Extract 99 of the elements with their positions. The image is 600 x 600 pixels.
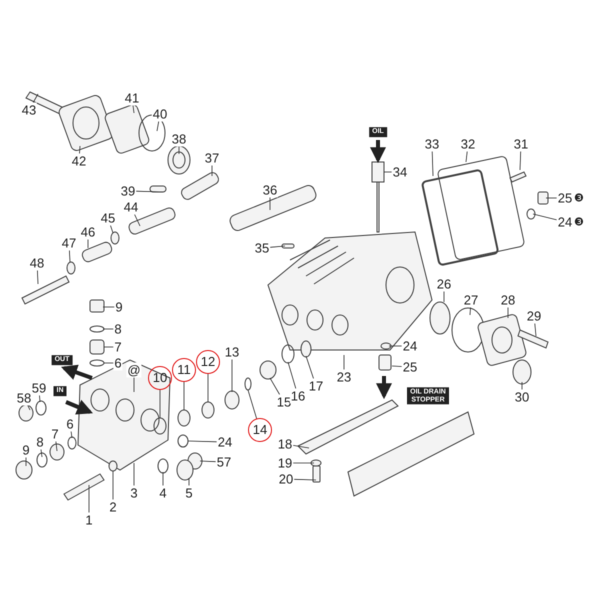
callout-number: 36 bbox=[262, 182, 278, 198]
callout-number: 8 bbox=[113, 322, 123, 336]
leader-line bbox=[88, 484, 90, 513]
callout-number: 9 bbox=[114, 300, 124, 314]
callout-number: 44 bbox=[122, 200, 140, 214]
callout-number: 2 bbox=[108, 500, 118, 514]
leader-line bbox=[288, 362, 296, 389]
callout-number: 33 bbox=[424, 136, 440, 152]
circled-callout-number: 14 bbox=[248, 418, 272, 442]
leader-line bbox=[178, 146, 180, 154]
leader-line bbox=[270, 246, 286, 248]
leader-line bbox=[112, 470, 114, 500]
callout-number: 37 bbox=[204, 150, 220, 166]
circled-callout-number: 12 bbox=[196, 350, 220, 374]
callout-number: @ bbox=[126, 362, 142, 378]
leader-line bbox=[294, 478, 316, 480]
callout-number: 25 bbox=[556, 190, 574, 206]
note-symbol: ❸ bbox=[574, 216, 584, 228]
callout-number: 7 bbox=[113, 340, 123, 354]
leader-line bbox=[69, 250, 70, 262]
leader-line bbox=[200, 460, 216, 462]
callout-number: 46 bbox=[80, 224, 96, 240]
leader-line bbox=[70, 431, 72, 438]
callout-number: 39 bbox=[120, 184, 136, 198]
callout-number: 20 bbox=[278, 472, 294, 486]
callout-number: 57 bbox=[216, 454, 232, 470]
leader-line bbox=[132, 105, 134, 114]
callout-number: 40 bbox=[152, 106, 168, 122]
callout-number: 9 bbox=[21, 442, 31, 458]
callout-number: 43 bbox=[20, 102, 38, 118]
leader-line bbox=[156, 121, 160, 132]
callout-number: 27 bbox=[462, 292, 480, 308]
callout-number: 35 bbox=[254, 240, 270, 256]
circled-callout-number: 11 bbox=[172, 358, 196, 382]
leader-line bbox=[432, 151, 434, 176]
leader-line bbox=[102, 328, 114, 330]
circled-callout-number: 10 bbox=[148, 366, 172, 390]
callout-number: 45 bbox=[100, 210, 116, 226]
leader-line bbox=[520, 151, 522, 170]
leader-line bbox=[32, 94, 38, 103]
leader-line bbox=[532, 214, 558, 220]
leader-line bbox=[40, 449, 42, 458]
callout-number: 41 bbox=[124, 90, 140, 106]
leader-line bbox=[37, 270, 38, 284]
callout-number: 31 bbox=[512, 136, 530, 152]
callout-number: 1 bbox=[84, 512, 94, 528]
leader-line bbox=[270, 378, 280, 395]
note-symbol: ❸ bbox=[574, 192, 584, 204]
leader-line bbox=[39, 395, 40, 402]
callout-number: 8 bbox=[35, 434, 45, 450]
leader-line bbox=[292, 445, 310, 448]
leader-line bbox=[248, 390, 257, 419]
callout-number: 19 bbox=[276, 456, 294, 470]
callout-number: 29 bbox=[526, 308, 542, 324]
leader-line bbox=[134, 214, 140, 226]
leader-line bbox=[110, 225, 114, 234]
callout-number: 59 bbox=[30, 380, 48, 396]
callout-number: 24 bbox=[216, 434, 234, 450]
callout-number: 18 bbox=[276, 436, 294, 452]
callout-number: 4 bbox=[158, 486, 168, 500]
leader-line bbox=[56, 441, 58, 452]
callout-number: 16 bbox=[290, 388, 306, 404]
callout-number: 6 bbox=[65, 416, 75, 432]
callout-number: 48 bbox=[28, 256, 46, 270]
callout-number: 15 bbox=[276, 394, 292, 410]
callout-number: 24 bbox=[402, 338, 418, 354]
leader-line bbox=[104, 362, 114, 364]
callout-number: 25 bbox=[402, 360, 418, 374]
callout-number: 34 bbox=[392, 164, 408, 180]
callout-number: 42 bbox=[70, 154, 88, 168]
callout-number: 5 bbox=[184, 486, 194, 500]
callout-number: 38 bbox=[170, 132, 188, 146]
callout-number: 6 bbox=[113, 356, 123, 370]
callout-number: 17 bbox=[308, 378, 324, 394]
leader-line bbox=[102, 306, 115, 308]
callout-number: 13 bbox=[224, 344, 240, 360]
leader-line bbox=[104, 346, 114, 348]
leader-line bbox=[306, 356, 314, 379]
callout-number: 30 bbox=[514, 390, 530, 404]
callout-number: 47 bbox=[60, 236, 78, 250]
leader-line bbox=[79, 146, 80, 154]
callout-number: 7 bbox=[50, 426, 60, 442]
callout-number: 26 bbox=[436, 276, 452, 292]
callout-number: 58 bbox=[16, 390, 32, 406]
callout-number: 3 bbox=[129, 486, 139, 500]
leader-line bbox=[292, 462, 314, 464]
callout-number: 28 bbox=[500, 292, 516, 308]
leader-line bbox=[188, 440, 218, 442]
leader-line bbox=[27, 405, 30, 410]
leader-line bbox=[162, 472, 164, 486]
callout-number: 32 bbox=[460, 136, 476, 152]
callout-number: 23 bbox=[336, 370, 352, 384]
leader-line bbox=[392, 366, 402, 367]
callout-number: 24 bbox=[556, 214, 574, 230]
leader-line bbox=[534, 323, 536, 336]
leader-line bbox=[470, 307, 471, 316]
leader-line bbox=[188, 478, 190, 486]
leader-line bbox=[466, 151, 468, 162]
leader-line bbox=[136, 190, 164, 192]
